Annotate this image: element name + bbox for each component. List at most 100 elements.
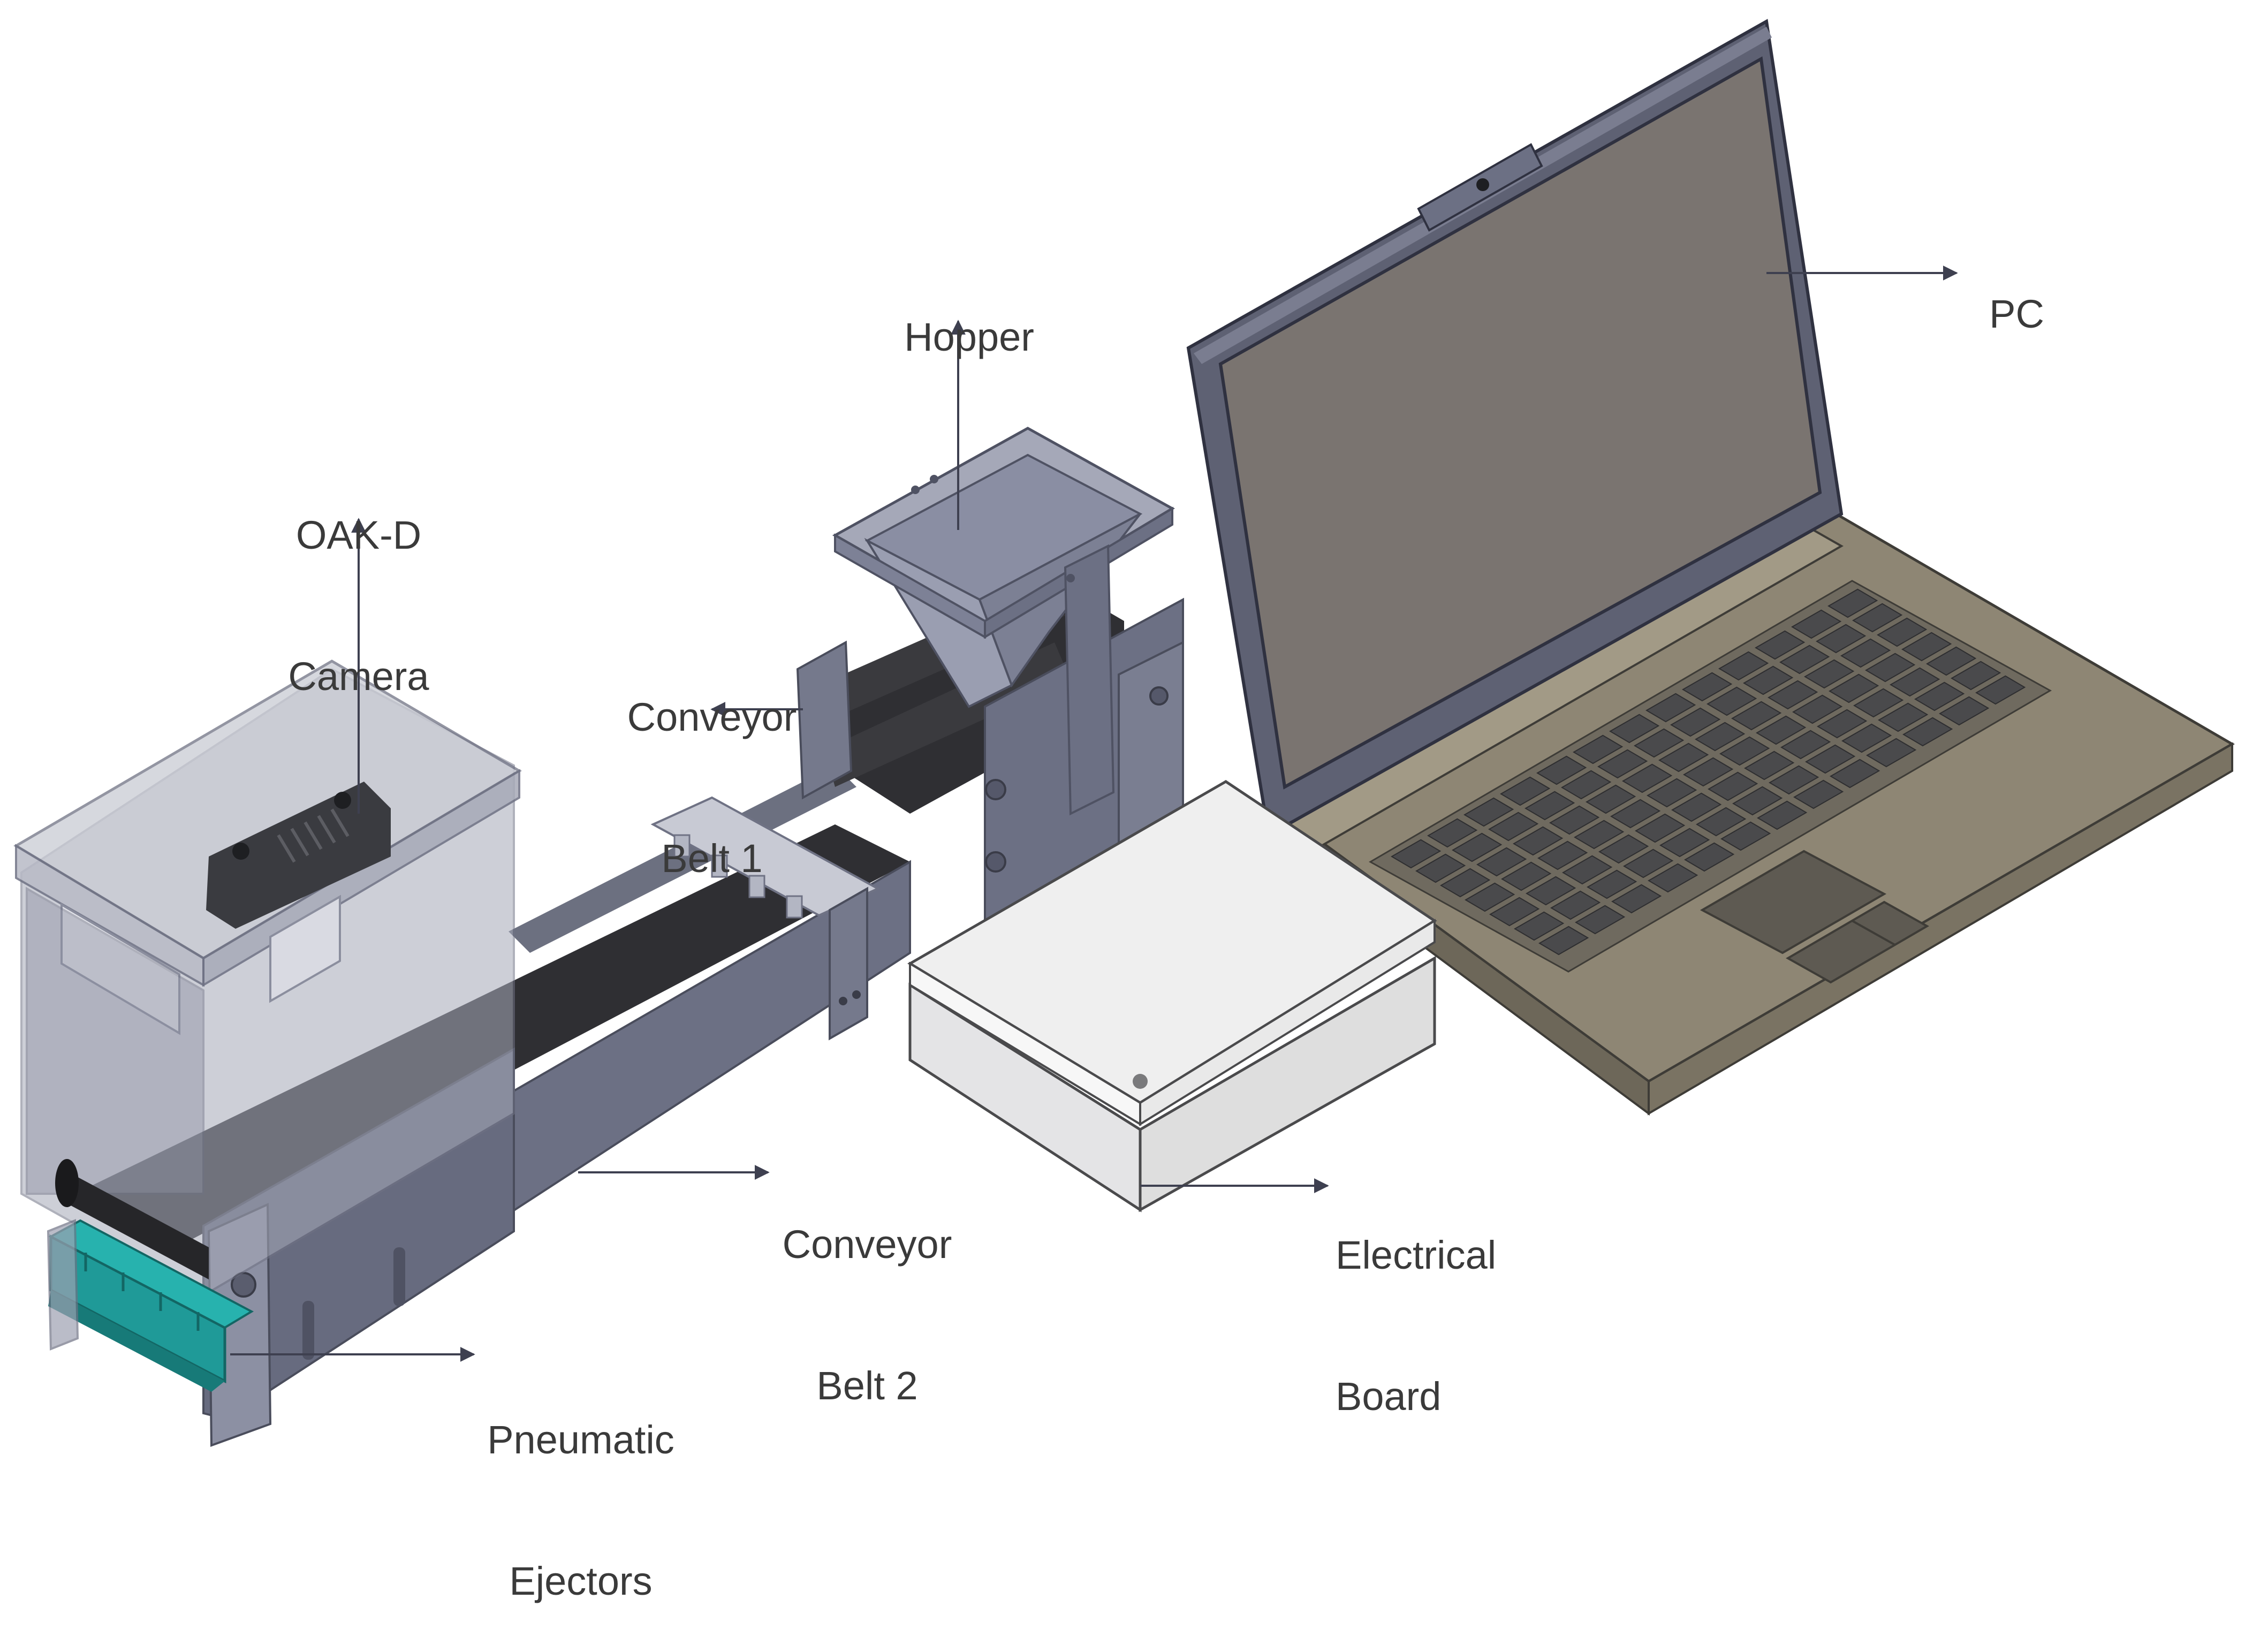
keyboard-key (1793, 779, 1844, 809)
electrical-label-line2: Board (1336, 1374, 1442, 1419)
hopper-label-text: Hopper (904, 315, 1034, 359)
keyboard-key (1427, 818, 1478, 848)
ejectors-label: Pneumatic Ejectors (479, 1322, 682, 1652)
keyboard-key (1610, 799, 1661, 829)
belt-guide-comb (650, 796, 881, 1041)
keyboard-key (1829, 673, 1879, 703)
keyboard-key (1609, 714, 1660, 744)
keyboard-key (1731, 701, 1782, 731)
keyboard-key (1562, 855, 1613, 885)
oak-d-camera (206, 782, 391, 929)
diagram-canvas (13, 19, 2235, 1447)
keyboard-key (1743, 665, 1794, 695)
hopper (832, 427, 1175, 816)
keyboard-key (1670, 707, 1721, 737)
keyboard-key (1682, 672, 1733, 702)
belt-1-label: Conveyor Belt 1 (616, 600, 808, 929)
keyboard-key (1719, 736, 1770, 766)
keyboard-key (1550, 890, 1601, 920)
laptop-pc (1186, 19, 2235, 1116)
keyboard-key (1817, 709, 1868, 739)
keyboard-key (1769, 765, 1819, 795)
keyboard-key (1586, 784, 1636, 814)
keyboard-key (1718, 651, 1769, 681)
keyboard-key (1877, 617, 1928, 647)
keyboard-key (1865, 653, 1916, 683)
keyboard-key (1440, 868, 1491, 898)
keyboard-key (1598, 834, 1649, 864)
camera-enclosure (13, 660, 522, 1297)
leader-arrows (230, 266, 1958, 1362)
belt-1-label-line2: Belt 1 (661, 836, 763, 881)
keyboard-key (1647, 778, 1697, 808)
keyboard-key (1549, 805, 1600, 835)
keyboard-key (1658, 742, 1709, 772)
keyboard-key (1840, 638, 1891, 668)
keyboard-key (1696, 807, 1747, 837)
keyboard-key (1537, 840, 1588, 870)
belt-2-label-line2: Belt 2 (816, 1363, 918, 1408)
camera-label: OAK-D Camera (268, 418, 450, 747)
pc-label: PC (1967, 244, 2074, 338)
keyboard-key (1791, 609, 1842, 639)
keyboard-key (1816, 624, 1867, 654)
keyboard-key (1659, 828, 1710, 858)
keyboard-key (1587, 869, 1637, 899)
keyboard-key (1645, 693, 1696, 723)
keyboard-key (1914, 681, 1965, 711)
belt-2-back-wall (509, 766, 856, 953)
keyboard-key (1634, 728, 1685, 758)
keyboard-key (1561, 770, 1612, 800)
keyboard-key (1744, 751, 1795, 780)
keyboard-key (1853, 688, 1904, 718)
keyboard-key (1415, 853, 1466, 883)
keyboard-key (1951, 661, 2001, 691)
keyboard-key (1391, 839, 1442, 869)
keyboard-key (1671, 792, 1722, 822)
keyboard-key (1805, 744, 1856, 774)
keyboard-key (1683, 757, 1734, 787)
ejectors-label-line2: Ejectors (509, 1559, 653, 1603)
pc-label-text: PC (1989, 292, 2044, 336)
keyboard-key (1623, 848, 1674, 878)
keyboard-key (1489, 897, 1540, 927)
keyboard-key (1757, 800, 1808, 830)
keyboard-key (1866, 738, 1917, 768)
keyboard-key (1684, 842, 1735, 872)
keyboard-key (1695, 722, 1746, 752)
keyboard-key (1622, 763, 1673, 793)
electrical-board-label: Electrical Board (1336, 1138, 1560, 1467)
keyboard-key (1465, 882, 1515, 912)
keyboard-key (1768, 680, 1818, 710)
keyboard-key (1513, 826, 1564, 856)
keyboard-key (1827, 588, 1878, 618)
keyboard-key (1852, 603, 1903, 633)
hopper-label: Hopper (867, 267, 1049, 361)
keyboard-key (1902, 717, 1953, 747)
keyboard-key (1755, 630, 1806, 660)
keyboard-key (1779, 645, 1830, 675)
keyboard-key (1939, 696, 1990, 726)
keyboard-key (1500, 776, 1551, 806)
belt-2-label-line1: Conveyor (782, 1222, 952, 1267)
keyboard-key (1597, 749, 1648, 779)
keyboard-key (1792, 694, 1843, 724)
keyboard-key (1804, 659, 1855, 689)
keyboard-key (1732, 786, 1783, 816)
camera-label-line1: OAK-D (295, 513, 422, 557)
camera-label-line2: Camera (288, 654, 429, 699)
keyboard-key (1575, 905, 1626, 935)
keyboard-key (1488, 812, 1539, 842)
keyboard-key (1780, 730, 1831, 760)
pneumatic-ejectors (47, 1219, 254, 1392)
keyboard-key (1841, 723, 1892, 753)
belt-1-label-line1: Conveyor (627, 695, 797, 739)
keyboard-key (1708, 771, 1758, 801)
keyboard-key (1501, 861, 1552, 891)
laptop-touchpad (1700, 850, 1887, 954)
keyboard-key (1574, 820, 1625, 850)
keyboard-key (1648, 863, 1698, 893)
keyboard-key (1526, 876, 1576, 906)
keyboard-key (1878, 702, 1929, 732)
keyboard-key (1720, 821, 1771, 851)
